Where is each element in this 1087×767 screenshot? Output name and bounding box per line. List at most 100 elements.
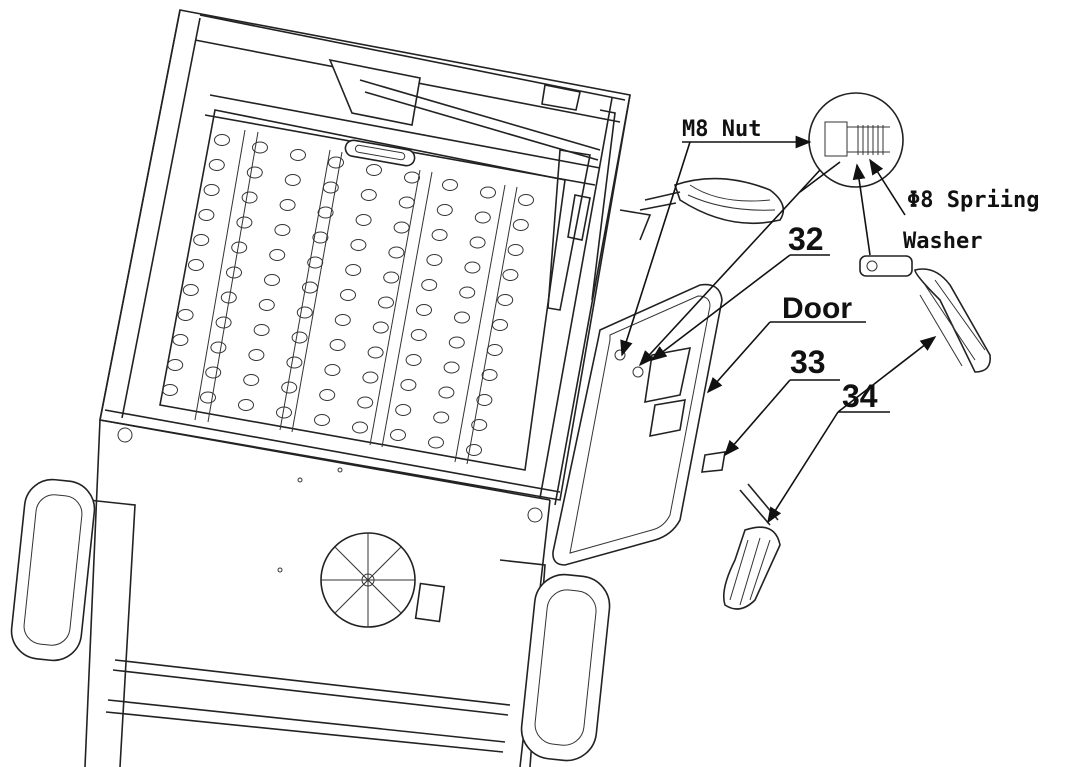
perforation-hole <box>253 324 270 336</box>
perforation-hole <box>372 321 389 334</box>
perforation-hole <box>162 384 178 396</box>
right-wheel <box>520 573 611 762</box>
detail-magnifier <box>808 92 904 188</box>
perforation-hole <box>279 199 296 211</box>
perforation-hole <box>410 329 427 341</box>
perforation-hole <box>281 381 298 394</box>
upper-handle <box>639 177 785 225</box>
perforation-hole <box>360 189 377 201</box>
leader-lines <box>620 135 937 524</box>
lower-handle-34-top <box>859 255 992 373</box>
perforation-hole <box>188 259 204 271</box>
perforation-hole <box>431 229 448 241</box>
perforation-hole <box>324 364 341 376</box>
perforation-hole <box>215 316 232 329</box>
perforation-hole <box>428 436 444 449</box>
perforation-hole <box>355 214 372 226</box>
perforation-hole <box>319 389 336 401</box>
perforation-hole <box>302 281 318 294</box>
perforation-hole <box>314 414 330 426</box>
perforation-hole <box>404 171 420 184</box>
perforation-hole <box>438 386 455 399</box>
perforation-hole <box>497 294 514 306</box>
perforation-hole <box>480 186 496 199</box>
perforation-hole <box>200 391 216 404</box>
cabinet-body <box>99 9 631 506</box>
perforation-hole <box>378 296 394 309</box>
perforation-hole <box>436 204 453 216</box>
perforation-hole <box>269 249 286 261</box>
perforation-hole <box>486 344 503 356</box>
perforation-hole <box>334 314 351 326</box>
perforation-hole <box>286 356 303 369</box>
perforation-hole <box>448 336 465 349</box>
perforation-hole <box>246 166 263 179</box>
perforation-hole <box>177 309 194 321</box>
perforation-hole <box>502 269 519 281</box>
perforation-hole <box>352 421 368 434</box>
perforation-hole <box>198 209 215 221</box>
perforation-hole <box>405 354 422 366</box>
perforation-hole <box>398 196 415 209</box>
perforation-hole <box>284 174 301 186</box>
perforation-hole <box>296 306 313 319</box>
label-part-32: 32 <box>788 221 824 257</box>
lower-handle-34-bottom <box>701 451 781 610</box>
perforation-hole <box>476 394 493 406</box>
perforation-hole <box>395 404 412 416</box>
perforation-hole <box>205 366 222 379</box>
perforation-hole <box>383 271 400 284</box>
perforation-hole <box>226 266 242 279</box>
perforation-hole <box>274 224 291 236</box>
perforation-hole <box>290 149 306 161</box>
perforation-hole <box>208 159 225 171</box>
perforation-hole <box>426 254 443 266</box>
perforation-hole <box>203 184 220 196</box>
perforation-hole <box>307 256 324 269</box>
perforation-hole <box>492 319 508 331</box>
perforation-hole <box>193 234 210 246</box>
perforation-hole <box>362 371 379 384</box>
perforation-hole <box>507 244 524 256</box>
perforation-hole <box>182 284 199 296</box>
perforation-hole <box>421 279 438 291</box>
perforation-hole <box>328 156 344 169</box>
perforation-hole <box>459 286 476 299</box>
perforation-hole <box>248 349 265 361</box>
perforation-hole <box>471 419 488 431</box>
perforation-hole <box>512 219 529 231</box>
perforation-hole <box>393 221 410 234</box>
perforation-hole <box>238 399 254 411</box>
door-panel <box>552 209 723 566</box>
perforation-hole <box>390 429 406 441</box>
perforation-hole <box>400 379 417 391</box>
perforation-hole <box>469 236 486 249</box>
perforation-hole <box>388 246 405 259</box>
perforation-hole <box>518 194 534 206</box>
perforation-hole <box>258 299 275 311</box>
perforation-hole <box>172 334 189 346</box>
perforation-hole <box>416 304 432 316</box>
perforation-holes <box>162 134 534 456</box>
perforation-hole <box>466 444 482 456</box>
perforation-hole <box>474 211 491 224</box>
label-door: Door <box>782 292 852 325</box>
perforation-hole <box>442 179 458 191</box>
cabinet-base <box>84 419 551 767</box>
perforation-hole <box>357 396 374 409</box>
perforation-hole <box>210 341 227 354</box>
perforation-hole <box>264 274 280 286</box>
perforation-hole <box>167 359 184 371</box>
perforation-hole <box>214 134 230 146</box>
label-washer: Washer <box>903 229 982 254</box>
perforation-hole <box>329 339 346 351</box>
perforation-hole <box>220 291 237 304</box>
perforation-hole <box>454 311 470 324</box>
perforation-hole <box>291 331 308 344</box>
perforation-hole <box>231 241 248 254</box>
perforation-hole <box>317 206 334 219</box>
label-m8-nut: M8 Nut <box>682 117 761 142</box>
left-wheel <box>10 478 96 662</box>
perforation-hole <box>322 181 339 194</box>
